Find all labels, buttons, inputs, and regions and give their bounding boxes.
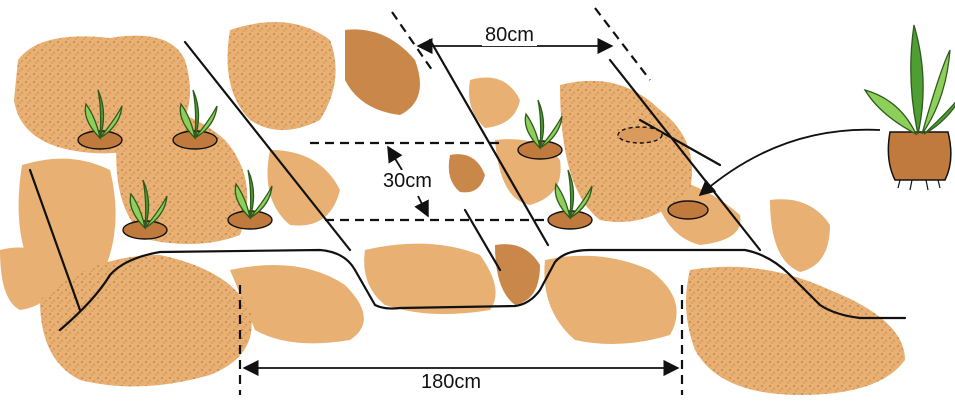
plant-spacing-arrow-top	[388, 147, 402, 170]
bed-width-label: 180cm	[418, 371, 484, 393]
ridge-spacing-label: 80cm	[482, 24, 537, 46]
transplant-seedling-icon	[865, 25, 955, 190]
planting-hole	[668, 201, 708, 219]
plant-spacing-arrow-bottom	[418, 196, 428, 216]
plant-spacing-label: 30cm	[380, 170, 435, 192]
planting-hole	[618, 127, 662, 143]
seedling-icon	[518, 100, 562, 159]
transplant-arrow	[700, 130, 880, 195]
